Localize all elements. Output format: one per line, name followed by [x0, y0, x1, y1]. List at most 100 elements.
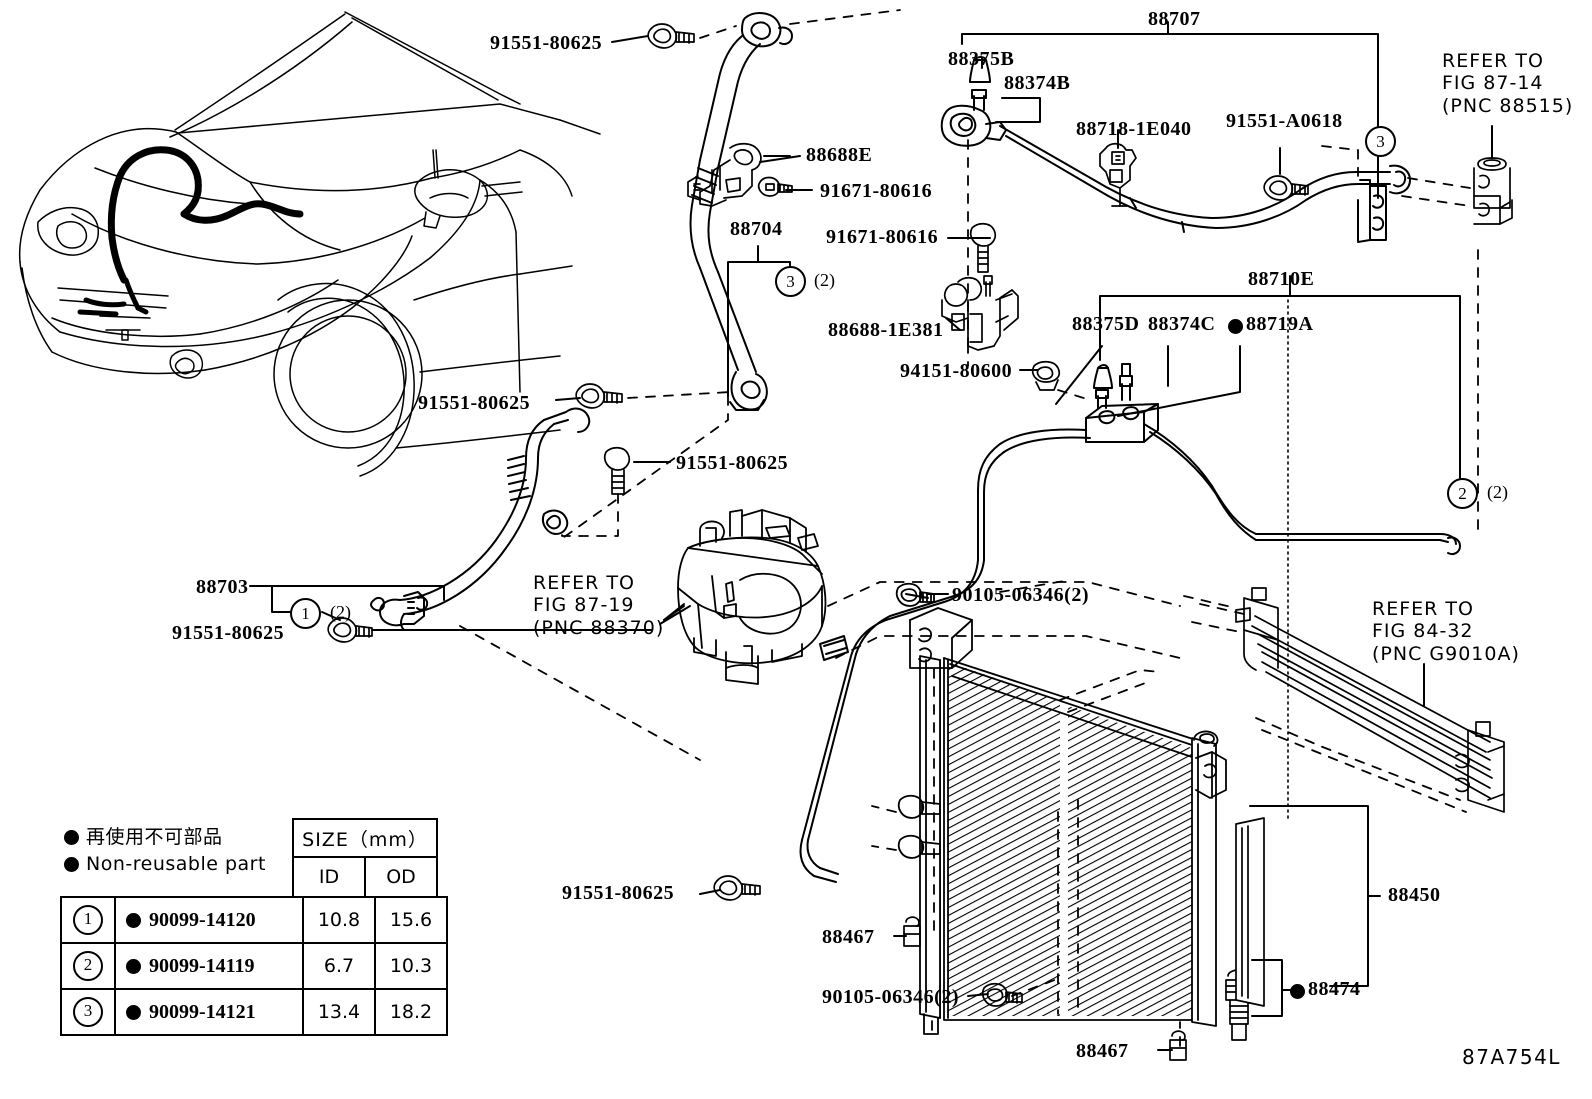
legend-od-cell: 15.6 [374, 896, 448, 944]
nonreusable-dot-88719a [1228, 319, 1243, 334]
label-88688-1e381: 88688-1E381 [828, 319, 944, 341]
label-88703: 88703 [196, 576, 249, 598]
oil-cooler-fig-84-32 [1235, 587, 1505, 813]
legend-ref-circle: 1 [73, 905, 103, 935]
label-91551-80625-mid2: 91551-80625 [676, 452, 789, 474]
label-88467-upper: 88467 [822, 926, 875, 948]
nut-94151-80600 [1031, 360, 1061, 391]
vehicle-illustration [18, 11, 601, 477]
legend-ref-cell: 1 [60, 896, 116, 944]
drawing-code: 87A754L [1462, 1045, 1561, 1069]
label-94151-80600: 94151-80600 [900, 360, 1013, 382]
legend-part-cell: 90099-14119 [114, 942, 304, 990]
legend-id-cell: 13.4 [302, 988, 376, 1036]
projection-lines [459, 9, 1479, 1047]
callout-88703-qty: (2) [330, 602, 351, 622]
highlighted-pipe-route [107, 146, 304, 284]
callout-88704-ref: 3 [775, 266, 806, 297]
condenser-88450 [895, 582, 1227, 1035]
label-88688e: 88688E [806, 144, 873, 166]
label-refer-fig-87-19: REFER TO FIG 87-19 (PNC 88370) [533, 572, 665, 639]
label-88704: 88704 [730, 218, 783, 240]
legend-ref-cell: 2 [60, 942, 116, 990]
label-refer-fig-84-32: REFER TO FIG 84-32 (PNC G9010A) [1372, 598, 1520, 665]
callout-88703-ref: 1 [290, 598, 321, 629]
clamp-88718-1e040 [1099, 142, 1137, 207]
label-88707: 88707 [1148, 8, 1201, 30]
callout-88707-ref: 3 [1365, 126, 1396, 157]
size-header-table: SIZE（mm） ID OD [292, 818, 438, 898]
bolt-91551-80625-88703 [327, 617, 373, 643]
legend-en-row: Non-reusable part [64, 851, 292, 878]
legend-part-cell: 90099-14120 [114, 896, 304, 944]
compressor [677, 509, 827, 685]
hose-88703 [370, 407, 591, 631]
label-refer-fig-87-14: REFER TO FIG 87-14 (PNC 88515) [1442, 50, 1574, 117]
highlighted-pipe-route-2 [77, 277, 149, 317]
callout-88704-qty: (2) [814, 270, 835, 290]
legend-ref-cell: 3 [60, 988, 116, 1036]
nonreusable-dot-icon [64, 830, 79, 845]
label-91671-80616-b: 91671-80616 [826, 226, 939, 248]
callout-88710-ref: 2 [1447, 478, 1478, 509]
legend-id-cell: 10.8 [302, 896, 376, 944]
label-88374c: 88374C [1148, 313, 1216, 335]
nonreusable-dot-icon [126, 912, 141, 928]
legend-part-number: 90099-14121 [149, 1000, 256, 1023]
bolt-90105-bottom [981, 982, 1023, 1007]
hose-88704 [689, 12, 793, 411]
label-91551-80625-top: 91551-80625 [490, 32, 603, 54]
bracket-88688e [687, 142, 762, 207]
label-88467-lower: 88467 [1076, 1040, 1129, 1062]
bolt-91551-a0618 [1263, 175, 1309, 201]
legend-part-number: 90099-14119 [149, 954, 255, 977]
bolt-91551-80625-bottom [713, 875, 761, 901]
legend-part-cell: 90099-14121 [114, 988, 304, 1036]
leader-lines [249, 21, 1493, 1051]
nonreusable-dot-icon-2 [64, 857, 79, 872]
label-91671-80616-a: 91671-80616 [820, 180, 933, 202]
legend-ref-circle: 2 [73, 951, 103, 981]
label-88375b: 88375B [948, 48, 1015, 70]
legend-table: 再使用不可部品 Non-reusable part SIZE（mm） ID OD [60, 818, 448, 1036]
legend-jp-row: 再使用不可部品 [64, 824, 292, 851]
callout-88710-qty: (2) [1487, 482, 1508, 502]
bracket-88688-1e381 [941, 275, 1019, 351]
nonreusable-dot-icon [126, 958, 141, 974]
condenser-side-plate [1235, 817, 1265, 1007]
nonreusable-dot-88474 [1290, 984, 1305, 999]
bolt-91551-80625-mid [575, 383, 623, 409]
size-header-cell: SIZE（mm） [292, 818, 438, 858]
label-88474: 88474 [1308, 978, 1361, 1000]
label-91551-a0618: 91551-A0618 [1226, 110, 1343, 132]
legend-od-cell: 10.3 [374, 942, 448, 990]
clip-88467-lower [1169, 1030, 1187, 1061]
bolt-91671-80616-b [969, 222, 997, 273]
bolt-91551-80625-mid2 [603, 446, 631, 495]
label-88375d: 88375D [1072, 313, 1140, 335]
legend-part-number: 90099-14120 [149, 908, 256, 931]
clip-88467-upper [903, 916, 921, 947]
label-91551-80625-88703: 91551-80625 [172, 622, 285, 644]
legend-en-text: Non-reusable part [86, 853, 266, 876]
label-91551-80625-mid: 91551-80625 [418, 392, 531, 414]
tube-88707 [940, 56, 1411, 243]
label-90105-06346-bottom: 90105-06346(2) [822, 986, 959, 1008]
legend-od-cell: 18.2 [374, 988, 448, 1036]
nonreusable-dot-icon [126, 1004, 141, 1020]
label-88710e: 88710E [1248, 268, 1315, 290]
label-91551-80625-bottom: 91551-80625 [562, 882, 675, 904]
legend-jp-text: 再使用不可部品 [86, 826, 223, 849]
bolt-91671-80616-a [757, 176, 793, 197]
label-88450: 88450 [1388, 884, 1441, 906]
size-col-id: ID [292, 856, 366, 898]
label-90105-06346-top: 90105-06346(2) [952, 584, 1089, 606]
label-88719a: 88719A [1246, 313, 1314, 335]
legend-ref-circle: 3 [73, 997, 103, 1027]
legend-id-cell: 6.7 [302, 942, 376, 990]
